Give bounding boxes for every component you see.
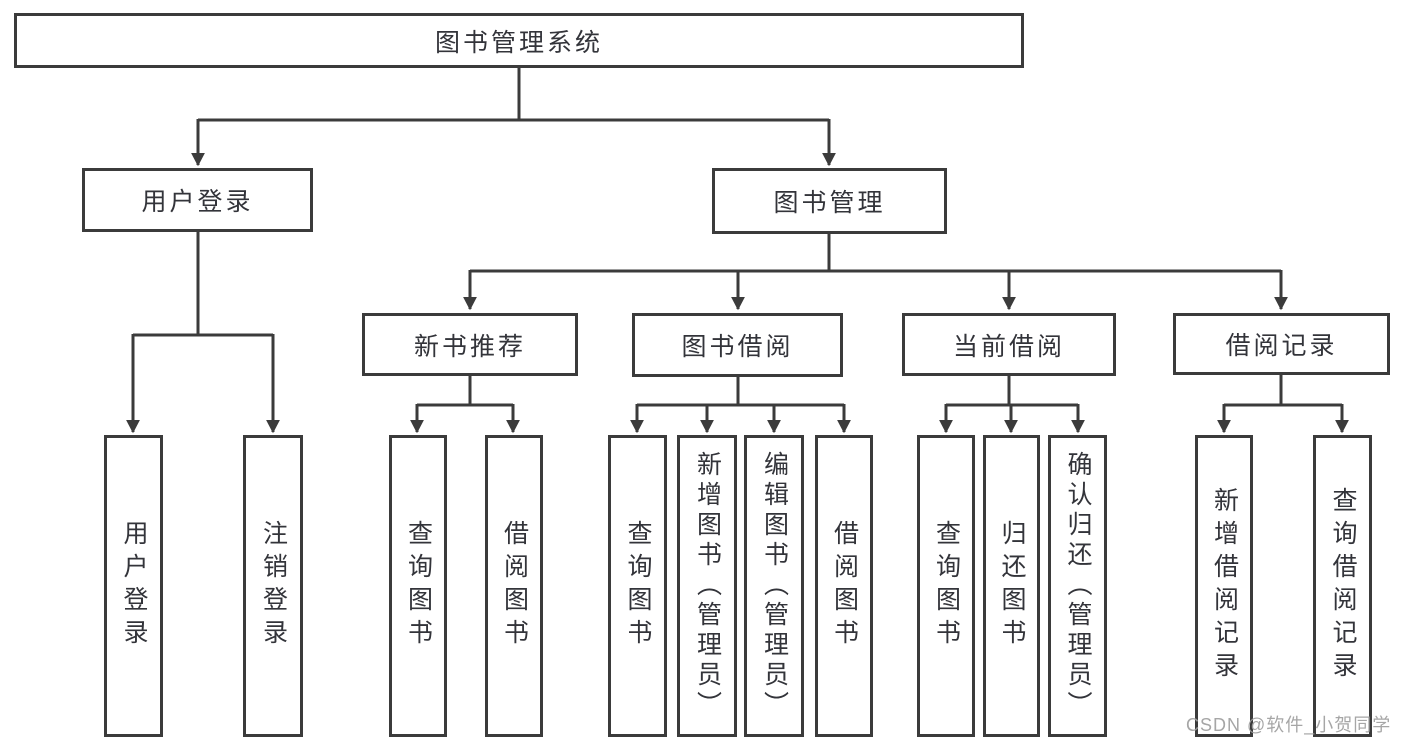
node-label: 图书管理 bbox=[773, 189, 886, 217]
edge-new-book-recommend-to-leaves bbox=[410, 376, 520, 434]
node-label: 查询图书 bbox=[624, 520, 652, 652]
node-label: 确认归还（管理员） bbox=[1064, 451, 1092, 721]
leaf-confirm-return-admin: 确认归还（管理员） bbox=[1048, 435, 1107, 737]
node-book-management: 图书管理 bbox=[712, 168, 947, 234]
node-label: 查询图书 bbox=[932, 520, 961, 652]
leaf-query-books-borrow: 查询图书 bbox=[608, 435, 667, 737]
node-label: 借阅图书 bbox=[500, 520, 529, 652]
node-label: 图书借阅 bbox=[681, 333, 794, 361]
node-label: 查询图书 bbox=[404, 520, 433, 652]
edge-current-borrow-to-leaves bbox=[939, 376, 1085, 434]
node-label: 当前借阅 bbox=[952, 332, 1065, 361]
node-label: 图书管理系统 bbox=[434, 28, 603, 57]
node-label: 借阅记录 bbox=[1225, 332, 1338, 360]
edge-book-management-to-level3 bbox=[463, 234, 1288, 311]
leaf-query-books-recommend: 查询图书 bbox=[389, 435, 447, 737]
leaf-return-book: 归还图书 bbox=[983, 435, 1040, 737]
leaf-add-book-admin: 新增图书（管理员） bbox=[677, 435, 737, 737]
node-label: 借阅图书 bbox=[830, 520, 859, 652]
edge-root-to-level2 bbox=[191, 68, 836, 167]
edge-user-login-to-leaves bbox=[126, 232, 280, 434]
node-label: 注销登录 bbox=[259, 520, 288, 652]
node-new-book-recommend: 新书推荐 bbox=[362, 313, 578, 376]
node-label: 归还图书 bbox=[998, 520, 1026, 652]
leaf-borrow-books: 借阅图书 bbox=[815, 435, 873, 737]
leaf-query-books-current: 查询图书 bbox=[917, 435, 975, 737]
leaf-add-borrow-record: 新增借阅记录 bbox=[1195, 435, 1253, 737]
leaf-user-login: 用户登录 bbox=[104, 435, 163, 737]
node-label: 新增借阅记录 bbox=[1210, 487, 1239, 685]
node-label: 新增图书（管理员） bbox=[693, 451, 722, 721]
node-user-login: 用户登录 bbox=[82, 168, 313, 232]
leaf-query-borrow-record: 查询借阅记录 bbox=[1313, 435, 1372, 737]
leaf-logout: 注销登录 bbox=[243, 435, 303, 737]
node-label: 查询借阅记录 bbox=[1329, 487, 1357, 685]
node-root-library-management-system: 图书管理系统 bbox=[14, 13, 1024, 68]
node-borrow-records: 借阅记录 bbox=[1173, 313, 1390, 375]
node-label: 用户登录 bbox=[141, 188, 254, 216]
edge-borrow-records-to-leaves bbox=[1217, 375, 1349, 434]
node-label: 新书推荐 bbox=[413, 332, 526, 361]
node-label: 用户登录 bbox=[120, 520, 148, 652]
edge-book-borrow-to-leaves bbox=[630, 377, 851, 434]
node-label: 编辑图书（管理员） bbox=[760, 451, 789, 721]
node-book-borrow: 图书借阅 bbox=[632, 313, 843, 377]
node-current-borrow: 当前借阅 bbox=[902, 313, 1116, 376]
csdn-watermark: CSDN @软件_小贺同学 bbox=[1186, 715, 1392, 735]
leaf-borrow-books-recommend: 借阅图书 bbox=[485, 435, 543, 737]
leaf-edit-book-admin: 编辑图书（管理员） bbox=[744, 435, 804, 737]
